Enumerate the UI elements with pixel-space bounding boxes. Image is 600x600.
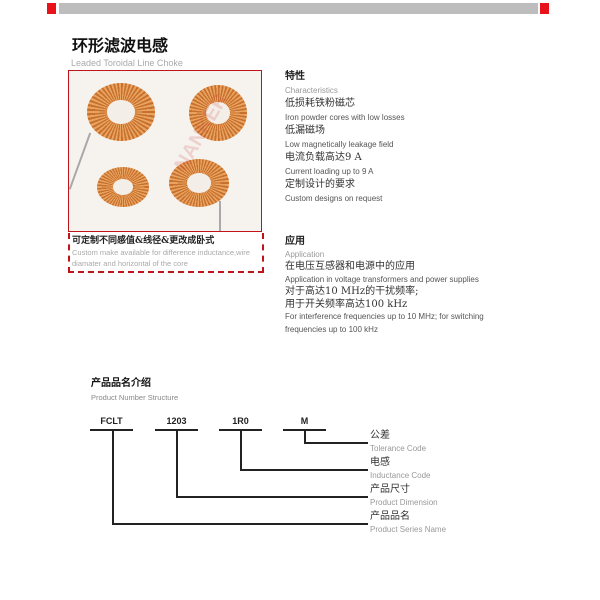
label-en: Product Series Name (370, 525, 447, 534)
connector (176, 430, 178, 497)
feature-en: Custom designs on request (285, 193, 383, 203)
connector (304, 442, 368, 444)
application-subtitle: Application (285, 249, 325, 259)
connector (304, 430, 306, 443)
code-underline (90, 429, 133, 431)
code-series: FCLT (100, 416, 123, 426)
header-bar (59, 3, 538, 14)
toroid-core (169, 159, 229, 207)
label-cn: 公差 (370, 430, 390, 441)
caption-cn: 可定制不同感值&线径&更改成卧式 (72, 236, 215, 246)
application-en: For interference frequencies up to 10 MH… (285, 312, 484, 334)
structure-subtitle: Product Number Structure (91, 393, 179, 402)
toroid-core (97, 167, 149, 207)
feature-cn: 低损耗铁粉磁芯 (285, 98, 355, 109)
code-dimension: 1203 (166, 416, 187, 426)
feature-en: Iron powder cores with low losses (285, 112, 405, 122)
label-en: Product Dimension (370, 498, 438, 507)
characteristics-title: 特性 (285, 71, 305, 82)
connector (240, 469, 368, 471)
label-cn: 电感 (370, 457, 390, 468)
characteristics-section: 特性 Characteristics 低损耗铁粉磁芯 Iron powder c… (285, 70, 525, 205)
page-subtitle: Leaded Toroidal Line Choke (71, 58, 183, 68)
feature-cn: 定制设计的要求 (285, 179, 355, 190)
page-title: 环形滤波电感 (72, 36, 169, 55)
connector (112, 523, 368, 525)
connector (240, 430, 242, 470)
label-cn: 产品尺寸 (370, 484, 410, 495)
image-caption-box: 可定制不同感值&线径&更改成卧式 Custom make available f… (68, 233, 264, 273)
label-en: Inductance Code (370, 471, 431, 480)
toroid-core (189, 85, 247, 141)
toroid-core (87, 83, 155, 141)
application-title: 应用 (285, 236, 305, 247)
lead-wire (219, 201, 221, 231)
code-inductance: 1R0 (232, 416, 249, 426)
structure-title: 产品品名介绍 (91, 378, 151, 389)
product-image: NANKER (68, 70, 262, 232)
feature-cn: 低漏磁场 (285, 125, 325, 136)
application-cn: 对于高达10 MHz的干扰频率; 用于开关频率高达100 kHz (285, 286, 419, 310)
characteristics-subtitle: Characteristics (285, 85, 338, 95)
label-en: Tolerance Code (370, 444, 427, 453)
caption-en: Custom make available for difference ind… (72, 248, 250, 268)
header-accent-right (540, 3, 549, 14)
feature-cn: 电流负载高达9 A (285, 152, 362, 163)
application-cn: 在电压互感器和电源中的应用 (285, 261, 415, 272)
connector (176, 496, 368, 498)
application-section: 应用 Application 在电压互感器和电源中的应用 Application… (285, 236, 525, 336)
feature-en: Low magnetically leakage field (285, 139, 394, 149)
header-accent-left (47, 3, 56, 14)
code-tolerance: M (300, 416, 309, 426)
connector (112, 430, 114, 524)
label-cn: 产品品名 (370, 511, 410, 522)
feature-en: Current loading up to 9 A (285, 166, 374, 176)
application-en: Application in voltage transformers and … (285, 274, 479, 284)
lead-wire (69, 132, 91, 190)
